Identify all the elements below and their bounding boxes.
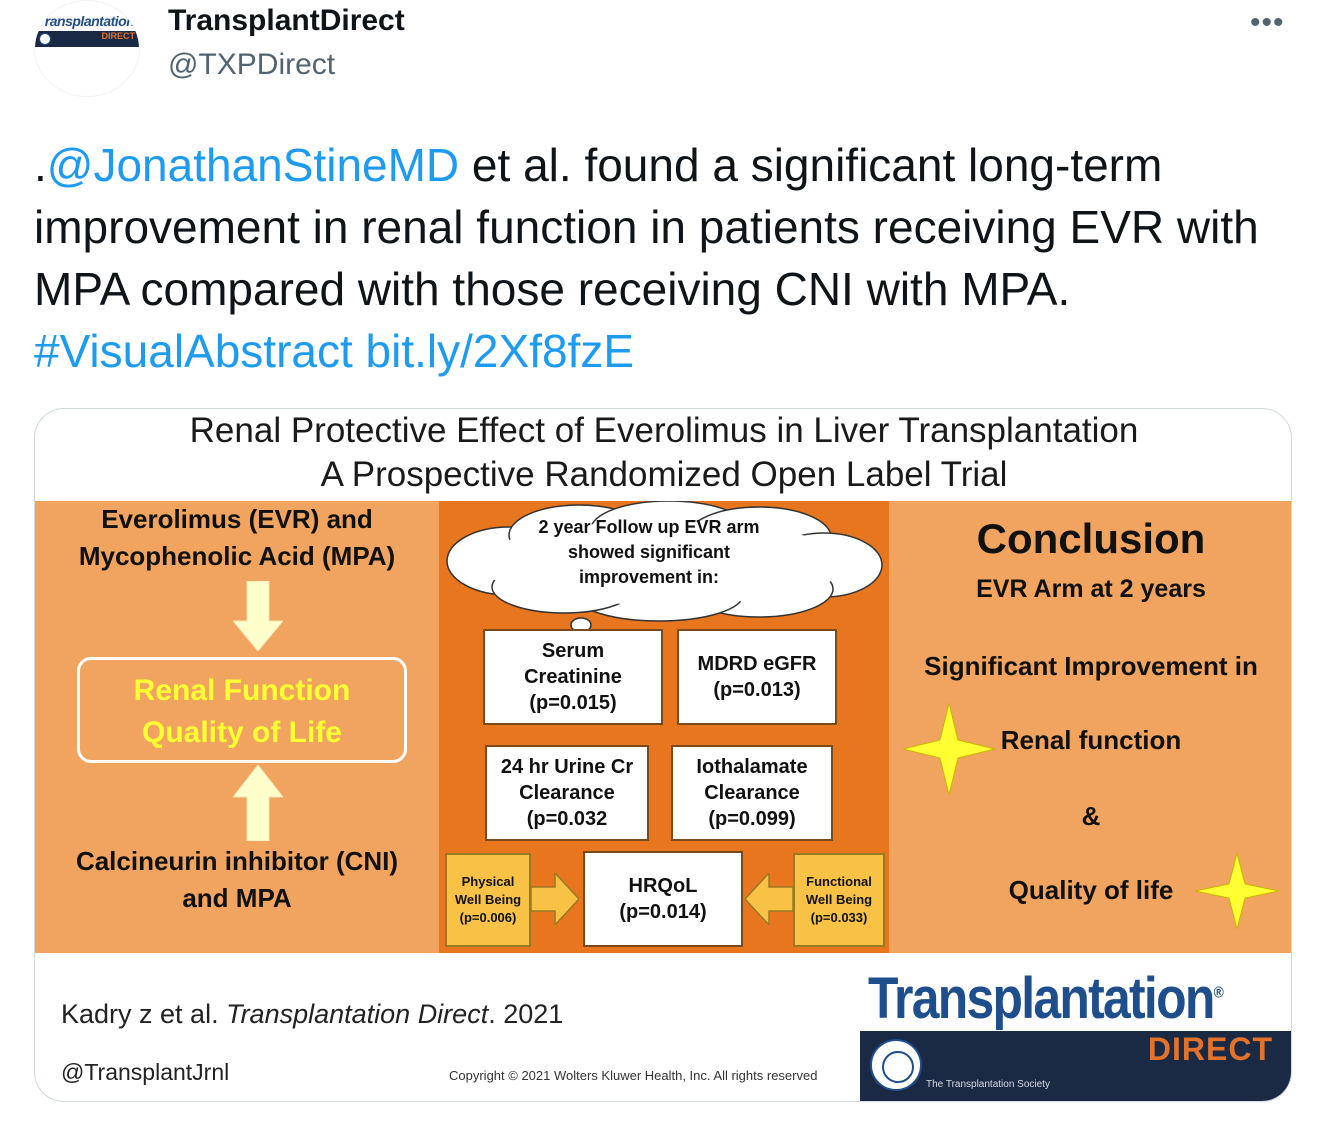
quality-of-life-label: Quality of Life	[141, 716, 342, 749]
evr-mpa-label-1: Everolimus (EVR) and	[101, 504, 373, 534]
physical-line-2: Well Being	[454, 892, 522, 907]
thought-cloud-icon	[446, 501, 883, 641]
avatar-logo-title: Transplantation	[37, 13, 135, 29]
outcome-box: Renal Function Quality of Life	[77, 657, 407, 763]
logo-word: Transplantation	[868, 966, 1215, 1031]
physical-well-being-box: Physical Well Being (p=0.006)	[445, 853, 531, 947]
abstract-subtitle: A Prospective Randomized Open Label Tria…	[320, 455, 1008, 494]
logo-registered: ®	[1213, 984, 1224, 1002]
url-link[interactable]: bit.ly/2Xf8fzE	[365, 325, 634, 377]
journal-handle: @TransplantJrnl	[61, 1059, 230, 1085]
middle-panel: 2 year Follow up EVR arm showed signific…	[439, 501, 889, 953]
serum-creatinine-box: Serum Creatinine (p=0.015)	[483, 629, 663, 725]
iothalamate-clearance-box: Iothalamate Clearance (p=0.099)	[671, 745, 833, 841]
tweet-text-prefix: .	[34, 139, 47, 191]
iothalamate-line-2: Clearance	[704, 782, 800, 804]
transplantation-direct-logo: Transplantation® DIRECT The Transplantat…	[860, 965, 1291, 1101]
society-seal-icon	[870, 1039, 922, 1091]
mdrd-egfr-line-1: MDRD eGFR	[697, 653, 817, 675]
star-icon	[903, 703, 995, 795]
serum-creatinine-line-2: Creatinine	[524, 666, 622, 688]
renal-function-label: Renal Function	[133, 674, 351, 707]
arrow-up-icon	[233, 765, 283, 841]
hashtag-link[interactable]: #VisualAbstract	[34, 325, 353, 377]
hrqol-pvalue: (p=0.014)	[619, 901, 707, 923]
arrow-down-icon	[233, 581, 283, 651]
cloud-text: 2 year Follow up EVR arm showed signific…	[499, 515, 799, 590]
tweet-text-body: et al. found a significant long-term imp…	[34, 139, 1259, 315]
mention-link[interactable]: @JonathanStineMD	[46, 139, 460, 191]
avatar-logo-direct: DIRECT	[101, 31, 136, 41]
logo-band	[860, 1031, 1291, 1101]
abstract-title: Renal Protective Effect of Everolimus in…	[189, 411, 1139, 450]
cni-mpa-label-1: Calcineurin inhibitor (CNI)	[75, 846, 399, 876]
cloud-line-3: improvement in:	[578, 567, 720, 587]
cloud-line-2: showed significant	[567, 542, 731, 562]
conclusion-line-3: &	[1081, 801, 1101, 831]
physical-pvalue: (p=0.006)	[459, 910, 517, 925]
urine-cr-pvalue: (p=0.032	[526, 808, 608, 830]
avatar-seal-icon	[39, 33, 51, 45]
conclusion-subheading: EVR Arm at 2 years	[976, 575, 1206, 603]
citation-year: . 2021	[488, 999, 564, 1029]
physical-line-1: Physical	[461, 874, 515, 889]
functional-pvalue: (p=0.033)	[810, 910, 868, 925]
cloud-line-1: 2 year Follow up EVR arm	[538, 517, 760, 537]
mdrd-egfr-pvalue: (p=0.013)	[713, 679, 801, 701]
conclusion-heading: Conclusion	[976, 515, 1206, 562]
right-panel: Conclusion EVR Arm at 2 years Significan…	[889, 501, 1291, 953]
logo-wordmark: Transplantation®	[868, 965, 1224, 1032]
avatar-logo-band	[35, 31, 139, 47]
arrow-left-icon	[745, 873, 793, 925]
hrqol-line-1: HRQoL	[628, 875, 698, 897]
left-panel: Everolimus (EVR) and Mycophenolic Acid (…	[35, 501, 439, 953]
functional-well-being-box: Functional Well Being (p=0.033)	[793, 853, 885, 947]
hrqol-box: HRQoL (p=0.014)	[583, 851, 743, 947]
star-icon	[1195, 853, 1279, 929]
conclusion-line-2: Renal function	[1000, 725, 1182, 755]
mdrd-egfr-box: MDRD eGFR (p=0.013)	[677, 629, 837, 725]
author-name[interactable]: TransplantDirect	[168, 4, 405, 37]
visual-abstract-image[interactable]: Renal Protective Effect of Everolimus in…	[34, 408, 1292, 1102]
evr-mpa-label-2: Mycophenolic Acid (MPA)	[78, 541, 396, 571]
conclusion-line-4: Quality of life	[1008, 875, 1174, 905]
conclusion-line-1: Significant Improvement in	[924, 651, 1258, 681]
serum-creatinine-pvalue: (p=0.015)	[529, 692, 617, 714]
copyright: Copyright © 2021 Wolters Kluwer Health, …	[449, 1068, 818, 1083]
avatar-logo: Transplantation DIRECT	[35, 9, 139, 53]
citation-authors: Kadry z et al.	[61, 999, 227, 1029]
author-handle[interactable]: @TXPDirect	[168, 48, 336, 81]
functional-line-1: Functional	[806, 874, 872, 889]
citation-journal: Transplantation Direct	[226, 999, 489, 1029]
urine-cr-line-1: 24 hr Urine Cr	[500, 756, 634, 778]
arrow-right-icon	[531, 873, 579, 925]
author-avatar[interactable]: Transplantation DIRECT	[34, 0, 140, 97]
logo-society: The Transplantation Society	[926, 1079, 1050, 1090]
iothalamate-line-1: Iothalamate	[696, 756, 808, 778]
iothalamate-pvalue: (p=0.099)	[708, 808, 796, 830]
logo-direct: DIRECT	[1147, 1031, 1273, 1067]
cni-mpa-label-2: and MPA	[182, 883, 292, 913]
more-options-icon[interactable]: •••	[1250, 6, 1285, 39]
urine-cr-line-2: Clearance	[519, 782, 615, 804]
tweet-text: .@JonathanStineMD et al. found a signifi…	[34, 134, 1304, 382]
functional-line-2: Well Being	[805, 892, 873, 907]
citation: Kadry z et al. Transplantation Direct. 2…	[61, 999, 563, 1030]
urine-cr-clearance-box: 24 hr Urine Cr Clearance (p=0.032	[485, 745, 649, 841]
serum-creatinine-line-1: Serum	[541, 640, 605, 662]
